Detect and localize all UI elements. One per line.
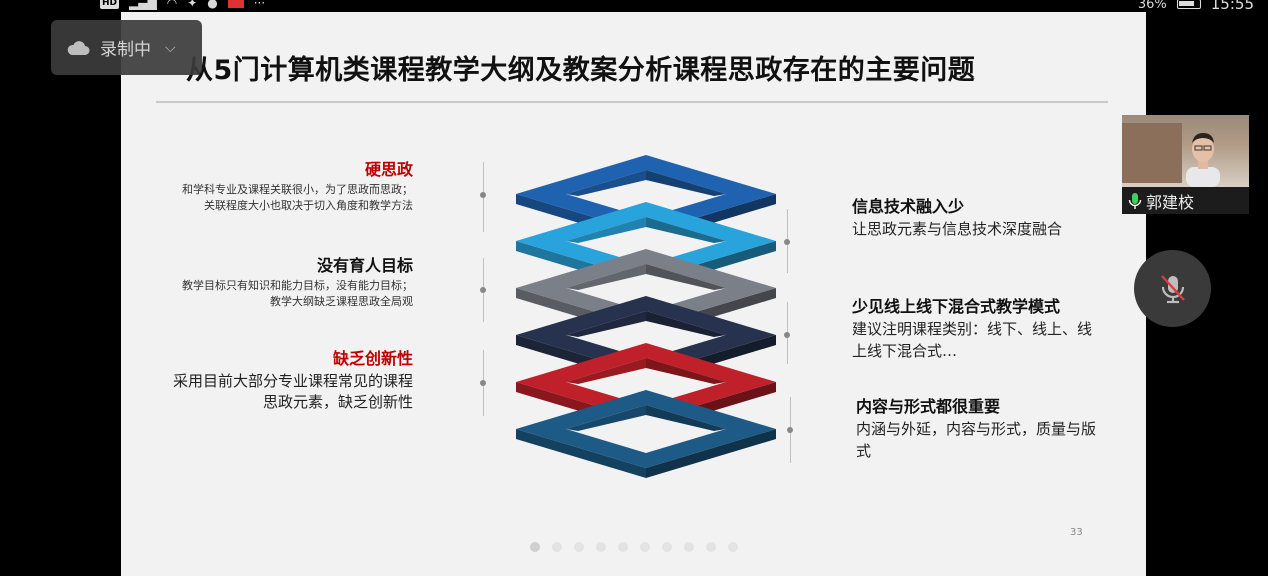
app-badge-icon <box>227 0 244 8</box>
mute-microphone-button[interactable] <box>1134 250 1211 327</box>
clock: 15:55 <box>1210 0 1254 13</box>
hd-badge: HD <box>100 0 120 9</box>
left-item-heading: 硬思政 <box>364 160 413 179</box>
wifi-icon: ◠ <box>166 0 178 10</box>
connector-dot <box>480 287 486 293</box>
left-item-2: 没有育人目标 教学目标只有知识和能力目标，没有能力目标；教学大纲缺乏课程思政全局… <box>173 256 413 310</box>
participant-name-bar: 郭建校 <box>1122 187 1249 214</box>
presentation-slide: 从5门计算机类课程教学大纲及教案分析课程思政存在的主要问题 硬思政 和学科专业及… <box>121 12 1146 576</box>
stack-layer-inner-wall <box>646 311 726 337</box>
carousel-dot[interactable] <box>640 542 650 552</box>
carousel-dot[interactable] <box>552 542 562 552</box>
carousel-dot[interactable] <box>618 542 628 552</box>
notification-icon: ● <box>207 0 218 10</box>
chevron-down-icon[interactable]: ⌵ <box>165 39 176 56</box>
battery-percent: 36% <box>1137 0 1167 12</box>
recording-label: 录制中 <box>100 40 151 60</box>
stack-layer-inner-wall <box>566 358 646 384</box>
right-item-body: 内涵与外延，内容与形式，质量与版式 <box>856 420 1097 460</box>
status-bar: HD ▂▄▆ ◠ ✦ ● ··· 36% 15:55 <box>0 0 1268 13</box>
stack-layer-inner-wall <box>646 405 726 431</box>
left-item-3: 缺乏创新性 采用目前大部分专业课程常见的课程思政元素，缺乏创新性 <box>173 349 413 413</box>
right-item-2: 少见线上线下混合式教学模式 建议注明课程类别：线下、线上、线上线下混合式… <box>852 296 1092 362</box>
connector-dot <box>787 427 793 433</box>
participant-name: 郭建校 <box>1146 192 1195 212</box>
right-item-body: 让思政元素与信息技术深度融合 <box>852 220 1063 238</box>
right-item-heading: 信息技术融入少 <box>852 197 965 216</box>
right-item-heading: 少见线上线下混合式教学模式 <box>852 297 1061 316</box>
right-item-3: 内容与形式都很重要 内涵与外延，内容与形式，质量与版式 <box>856 396 1096 462</box>
connector-dot <box>480 192 486 198</box>
recording-indicator[interactable]: 录制中 ⌵ <box>51 20 202 75</box>
connector-dot <box>784 332 790 338</box>
participant-video-tile[interactable]: 郭建校 <box>1122 115 1249 214</box>
right-item-1: 信息技术融入少 让思政元素与信息技术深度融合 <box>852 196 1092 240</box>
left-item-body: 教学目标只有知识和能力目标，没有能力目标；教学大纲缺乏课程思政全局观 <box>182 279 413 308</box>
stack-layer-inner-wall <box>566 264 646 290</box>
left-item-heading: 缺乏创新性 <box>332 349 413 368</box>
mic-muted-icon <box>1160 274 1185 303</box>
signal-icon: ▂▄▆ <box>129 0 157 10</box>
more-icon: ··· <box>253 0 266 10</box>
video-building <box>1122 123 1182 183</box>
page-number: 33 <box>1070 527 1083 538</box>
stack-layer-inner-wall <box>646 358 726 384</box>
left-item-body: 采用目前大部分专业课程常见的课程思政元素，缺乏创新性 <box>173 372 414 411</box>
connector-dot <box>480 380 486 386</box>
left-item-1: 硬思政 和学科专业及课程关联很小，为了思政而思政；关联程度大小也取决于切入角度和… <box>173 160 413 214</box>
stack-layer-side <box>646 429 776 478</box>
stack-layer-side <box>516 429 646 478</box>
battery-icon <box>1176 0 1201 9</box>
connector-dot <box>784 239 790 245</box>
right-item-body: 建议注明课程类别：线下、线上、线上线下混合式… <box>852 320 1093 360</box>
carousel-dot[interactable] <box>728 542 738 552</box>
carousel-dot[interactable] <box>530 542 540 552</box>
participant-avatar <box>1186 133 1220 187</box>
stack-layer-inner-wall <box>646 264 726 290</box>
title-divider <box>156 101 1108 103</box>
stack-layer-inner-wall <box>566 311 646 337</box>
stack-layer-inner-wall <box>646 217 726 243</box>
cloud-icon <box>67 40 90 55</box>
left-item-body: 和学科专业及课程关联很小，为了思政而思政；关联程度大小也取决于切入角度和教学方法 <box>182 183 413 212</box>
carousel-dots[interactable] <box>530 542 738 552</box>
carousel-dot[interactable] <box>596 542 606 552</box>
layered-stack-graphic <box>516 155 776 478</box>
status-bar-right: 36% 15:55 <box>1138 0 1254 13</box>
stack-layer-inner-wall <box>566 217 646 243</box>
stack-layer-inner-wall <box>566 170 646 196</box>
left-item-heading: 没有育人目标 <box>316 256 413 275</box>
carousel-dot[interactable] <box>574 542 584 552</box>
slide-title: 从5门计算机类课程教学大纲及教案分析课程思政存在的主要问题 <box>186 55 976 86</box>
carousel-dot[interactable] <box>684 542 694 552</box>
mic-active-icon <box>1128 192 1142 209</box>
status-bar-left: HD ▂▄▆ ◠ ✦ ● ··· <box>100 0 265 10</box>
stack-layer-inner-wall <box>646 170 726 196</box>
stack-layer-inner-wall <box>566 405 646 431</box>
app-icon: ✦ <box>187 0 198 10</box>
right-item-heading: 内容与形式都很重要 <box>856 397 1001 416</box>
carousel-dot[interactable] <box>662 542 672 552</box>
carousel-dot[interactable] <box>706 542 716 552</box>
